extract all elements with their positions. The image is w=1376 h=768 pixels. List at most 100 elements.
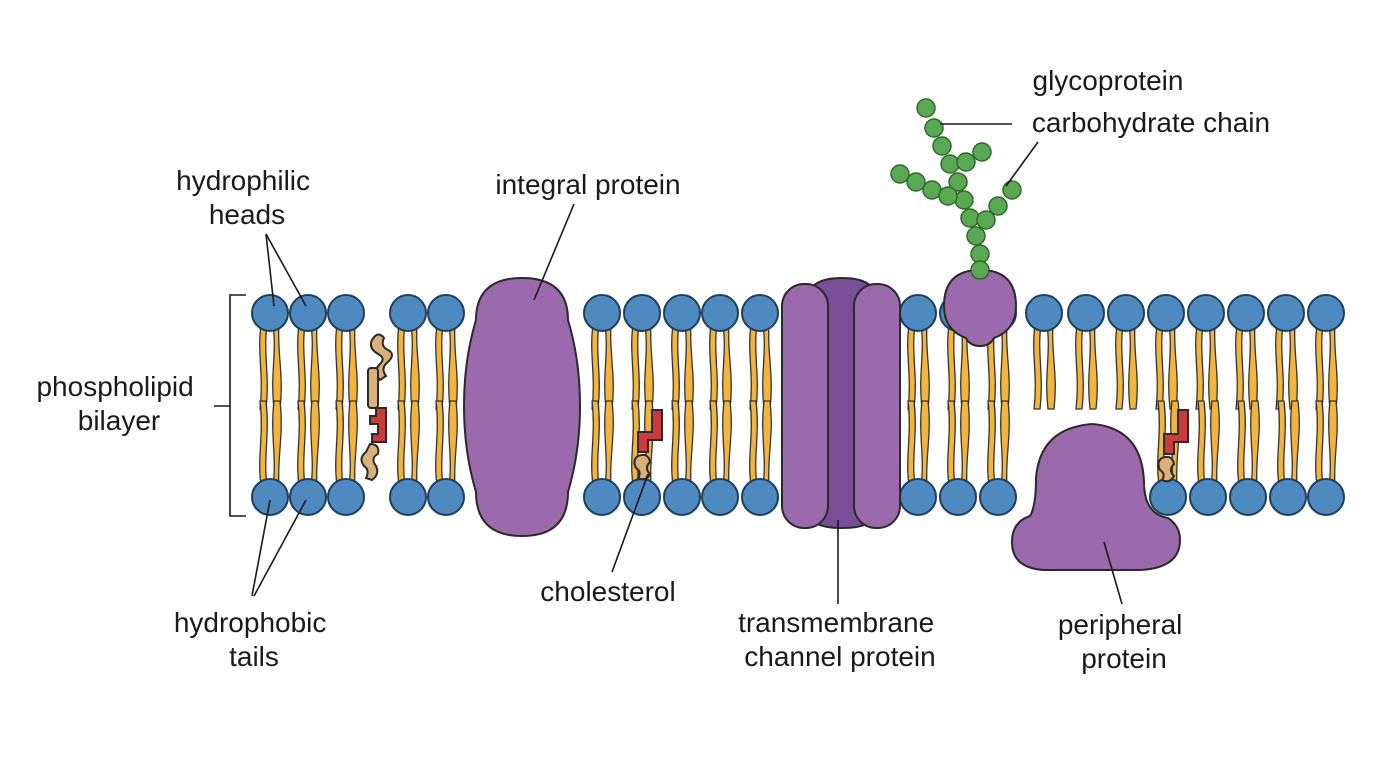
- phospholipid-head: [1227, 294, 1265, 332]
- integral-protein: [462, 276, 582, 538]
- phospholipid-tail: [1075, 324, 1098, 410]
- phospholipid-head: [1229, 478, 1267, 516]
- phospholipid-tail: [435, 400, 458, 486]
- phospholipid-head: [1307, 294, 1345, 332]
- sugar-bead: [948, 172, 968, 192]
- phospholipid-tail: [947, 400, 970, 486]
- phospholipid-tail: [297, 324, 320, 410]
- phospholipid-tail: [987, 400, 1010, 486]
- phospholipid-tail: [709, 324, 732, 410]
- leader-lines: [251, 123, 1123, 605]
- phospholipid-tail: [907, 324, 930, 410]
- phospholipid-head: [1067, 294, 1105, 332]
- sugar-bead: [906, 172, 926, 192]
- sugar-bead: [1002, 180, 1022, 200]
- phospholipid-tail: [671, 400, 694, 486]
- phospholipid-head: [1025, 294, 1063, 332]
- phospholipid-tail: [297, 400, 320, 486]
- phospholipid-head: [1107, 294, 1145, 332]
- phospholipid-tail: [671, 324, 694, 410]
- phospholipid-tail: [397, 400, 420, 486]
- sugar-bead: [940, 154, 960, 174]
- phospholipid-head: [327, 478, 365, 516]
- sugar-bead: [916, 98, 936, 118]
- cholesterol-molecule: [633, 409, 663, 481]
- phospholipid-tail: [1197, 400, 1220, 486]
- phospholipid-tail: [1033, 324, 1056, 410]
- phospholipid-head: [427, 478, 465, 516]
- phospholipid-tail: [259, 324, 282, 410]
- integral-protein-label: integral protein: [495, 169, 680, 200]
- peripheral-protein-label: peripheral protein: [1058, 609, 1190, 674]
- phospholipid-tail: [1275, 324, 1298, 410]
- bilayer-bracket: [214, 294, 246, 517]
- cholesterol-molecule: [360, 333, 393, 482]
- phospholipid-head: [427, 294, 465, 332]
- transmembrane-channel-protein: [781, 276, 901, 530]
- sugar-bead: [988, 196, 1008, 216]
- phospholipid-head: [979, 478, 1017, 516]
- phospholipid-tail: [435, 324, 458, 410]
- phospholipid-tail: [709, 400, 732, 486]
- phospholipid-head: [741, 294, 779, 332]
- sugar-bead: [890, 164, 910, 184]
- phospholipid-tail: [1315, 400, 1338, 486]
- phospholipid-head: [289, 478, 327, 516]
- phospholipid-head: [939, 478, 977, 516]
- sugar-bead: [960, 208, 980, 228]
- phospholipid-head: [1147, 294, 1185, 332]
- phospholipid-bilayer-label: phospholipid bilayer: [36, 371, 201, 436]
- sugar-bead: [956, 152, 976, 172]
- phospholipid-head: [1149, 478, 1187, 516]
- phospholipid-head: [583, 294, 621, 332]
- phospholipid-tail: [397, 324, 420, 410]
- sugar-bead: [954, 190, 974, 210]
- phospholipid-tail: [259, 400, 282, 486]
- phospholipid-tail: [591, 324, 614, 410]
- phospholipid-head: [1307, 478, 1345, 516]
- sugar-bead: [966, 226, 986, 246]
- phospholipid-tail: [907, 400, 930, 486]
- phospholipid-tail: [1277, 400, 1300, 486]
- sugar-bead: [924, 118, 944, 138]
- phospholipid-tail: [1237, 400, 1260, 486]
- phospholipid-tail: [749, 324, 772, 410]
- phospholipid-head: [1189, 478, 1227, 516]
- phospholipid-head: [583, 478, 621, 516]
- phospholipid-tail: [1315, 324, 1338, 410]
- phospholipid-head: [701, 294, 739, 332]
- phospholipid-tail: [335, 324, 358, 410]
- phospholipid-head: [389, 478, 427, 516]
- phospholipid-head: [251, 478, 289, 516]
- phospholipid-tail: [591, 400, 614, 486]
- cholesterol-label: cholesterol: [540, 576, 675, 607]
- sugar-bead: [938, 186, 958, 206]
- phospholipid-tail: [335, 400, 358, 486]
- sugar-bead: [932, 136, 952, 156]
- phospholipid-head: [289, 294, 327, 332]
- peripheral-protein: [1010, 422, 1182, 571]
- phospholipid-head: [701, 478, 739, 516]
- phospholipid-tail: [1155, 324, 1178, 410]
- transmembrane-channel-protein-label: transmembrane channel protein: [738, 607, 942, 672]
- phospholipid-tail: [1195, 324, 1218, 410]
- phospholipid-head: [899, 294, 937, 332]
- phospholipid-head: [663, 294, 701, 332]
- cholesterol-molecule: [1157, 409, 1189, 483]
- phospholipid-head: [1269, 478, 1307, 516]
- carbohydrate-chain: [890, 98, 1022, 280]
- phospholipid-tail: [1235, 324, 1258, 410]
- phospholipid-tail: [631, 324, 654, 410]
- hydrophobic-tails-label: hydrophobic tails: [174, 607, 334, 672]
- phospholipid-head: [251, 294, 289, 332]
- phospholipid-tail: [1115, 324, 1138, 410]
- phospholipid-head: [1267, 294, 1305, 332]
- phospholipid-head: [899, 478, 937, 516]
- phospholipid-head: [389, 294, 427, 332]
- phospholipid-head: [663, 478, 701, 516]
- sugar-bead: [972, 142, 992, 162]
- phospholipid-head: [741, 478, 779, 516]
- phospholipid-head: [623, 294, 661, 332]
- hydrophilic-heads-label: hydrophilic heads: [176, 165, 318, 230]
